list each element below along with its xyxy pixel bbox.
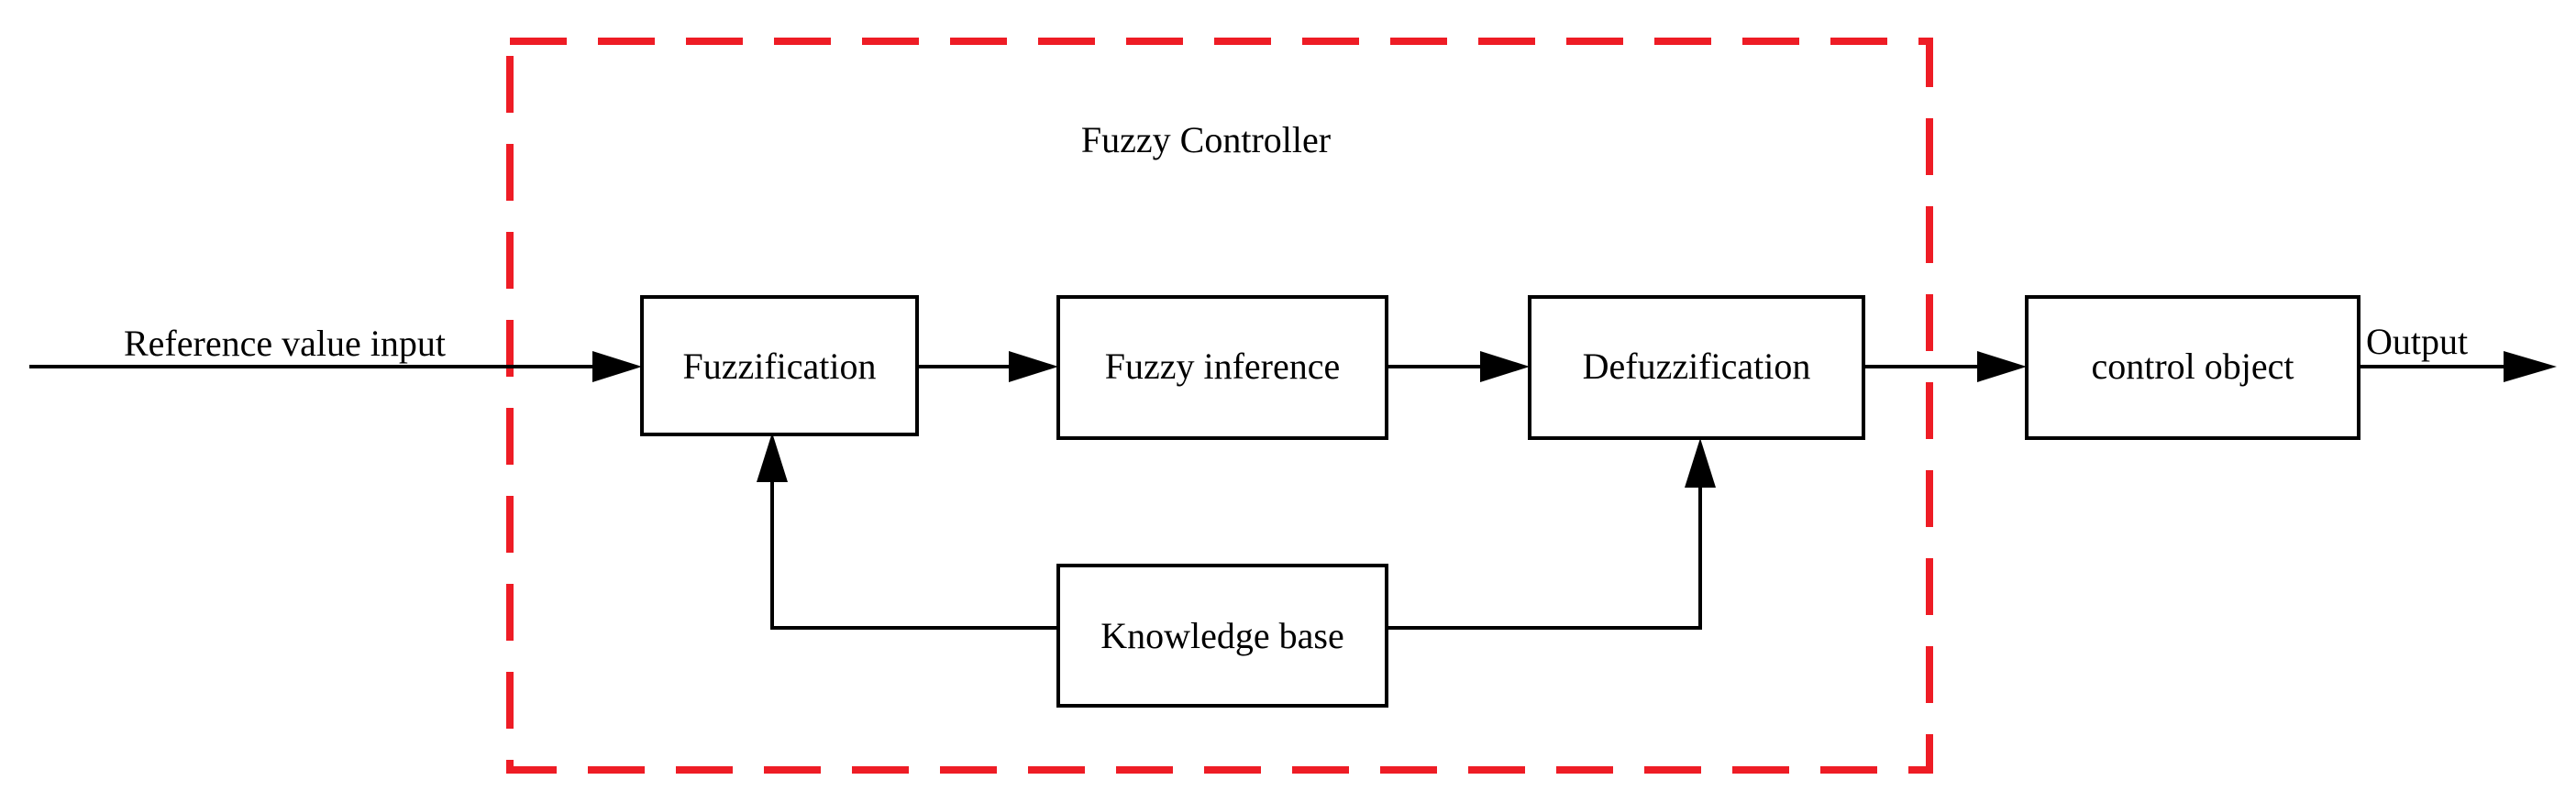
output-arrowhead — [2504, 351, 2557, 382]
input-arrowhead — [592, 351, 642, 382]
input-signal-label: Reference value input — [124, 323, 446, 364]
defuzzification-label: Defuzzification — [1583, 346, 1811, 387]
control-object-label: control object — [2091, 346, 2294, 387]
fuzzification-label: Fuzzification — [682, 346, 876, 387]
knowledge-base-block: Knowledge base — [1056, 564, 1388, 708]
knowledge-to-fuzzification-line — [770, 477, 1058, 630]
fuzzy-controller-boundary — [506, 38, 1933, 774]
knowledge-to-defuzzification-line — [1387, 482, 1702, 630]
knowledge-to-defuzzification-arrowhead — [1685, 438, 1716, 488]
output-signal-label: Output — [2366, 321, 2468, 362]
fuzzification-to-inference-arrowhead — [1009, 351, 1058, 382]
control-object-block: control object — [2025, 295, 2360, 440]
knowledge-to-fuzzification-arrowhead — [757, 433, 788, 482]
defuzzification-to-control-object-arrowhead — [1977, 351, 2027, 382]
fuzzy-inference-label: Fuzzy inference — [1105, 346, 1341, 387]
defuzzification-block: Defuzzification — [1528, 295, 1865, 440]
fuzzy-controller-title: Fuzzy Controller — [1081, 119, 1331, 160]
fuzzy-inference-block: Fuzzy inference — [1056, 295, 1388, 440]
fuzzification-block: Fuzzification — [640, 295, 919, 436]
knowledge-base-label: Knowledge base — [1100, 615, 1343, 656]
inference-to-defuzzification-arrowhead — [1480, 351, 1530, 382]
